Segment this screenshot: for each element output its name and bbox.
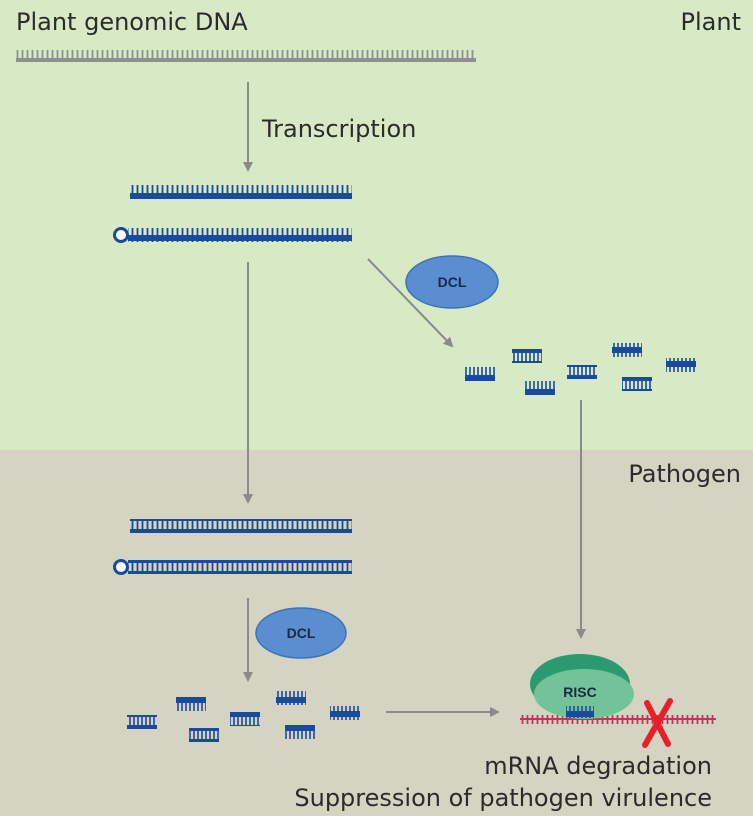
- plant-genomic-dna-label: Plant genomic DNA: [16, 8, 248, 36]
- plant-dsrna: [130, 185, 352, 199]
- sirna: [612, 343, 642, 357]
- plant-region-label: Plant: [681, 8, 741, 36]
- dcl-enzyme-plant: DCL: [405, 255, 499, 309]
- risc-label: RISC: [563, 684, 596, 700]
- transcription-label: Transcription: [261, 115, 416, 143]
- dcl-enzyme-pathogen: DCL: [255, 607, 347, 659]
- sirna: [622, 377, 652, 391]
- sirna: [567, 365, 597, 379]
- plant-hairpin-rna: [113, 227, 352, 243]
- pathogen-region: [0, 450, 753, 816]
- sirna: [285, 725, 315, 739]
- cleavage-cross-icon: [642, 698, 673, 748]
- genomic-dna: [16, 50, 476, 62]
- pathogen-sirnas: [127, 691, 360, 742]
- dcl-cleavage-arrow-plant: [367, 258, 454, 348]
- sirna: [512, 349, 542, 363]
- sirna: [330, 706, 360, 720]
- sirna: [666, 358, 696, 372]
- sirna: [176, 697, 206, 711]
- arrows: [243, 82, 586, 717]
- sirna: [525, 381, 555, 395]
- mrna-degradation-label: mRNA degradation: [484, 752, 712, 780]
- target-mrna: [520, 715, 716, 724]
- sirna: [465, 367, 495, 381]
- plant-sirnas: [465, 343, 696, 395]
- plant-region: [0, 0, 753, 450]
- pathogen-hairpin-rna: [113, 559, 352, 575]
- risc-complex: RISC: [530, 654, 634, 719]
- pathogen-region-label: Pathogen: [628, 460, 741, 488]
- dcl-label-plant: DCL: [438, 274, 467, 290]
- sirna: [189, 728, 219, 742]
- sirna: [276, 691, 306, 705]
- suppression-label: Suppression of pathogen virulence: [294, 784, 712, 812]
- dcl-label-pathogen: DCL: [287, 625, 316, 641]
- guide-sirna: [566, 706, 594, 718]
- sirna: [127, 715, 157, 729]
- sirna: [230, 712, 260, 726]
- pathogen-dsrna: [130, 519, 352, 533]
